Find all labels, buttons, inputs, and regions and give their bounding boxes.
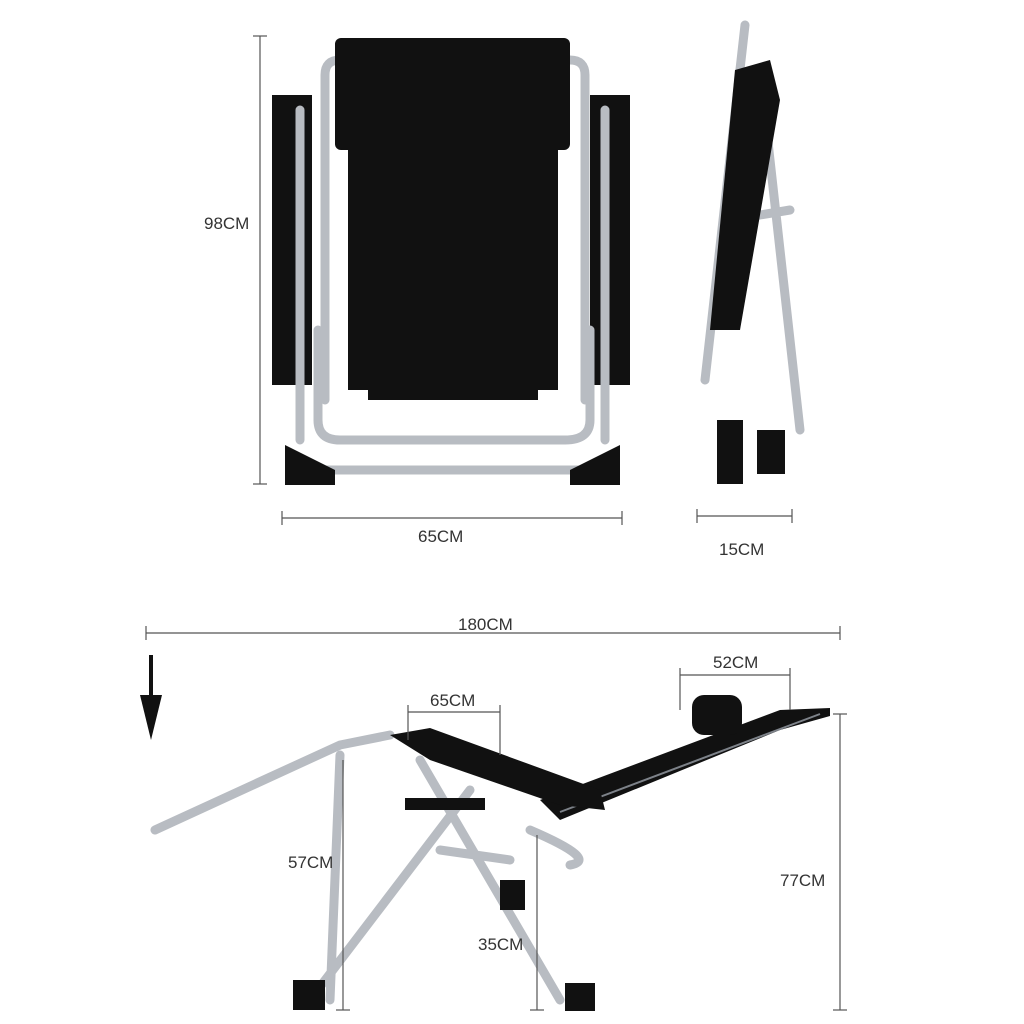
arrow-down-icon	[140, 655, 162, 740]
armrest-label: 65CM	[430, 691, 475, 710]
front-view-chair	[272, 38, 630, 485]
armrest-dimension-65: 65CM	[407, 691, 501, 755]
folded-side-view-chair	[700, 20, 805, 484]
headrest-label: 52CM	[713, 653, 758, 672]
length-label: 180CM	[458, 615, 513, 634]
seat-height-dimension-35: 35CM	[478, 835, 544, 1011]
height-label: 98CM	[204, 214, 249, 233]
reclined-chair	[150, 695, 830, 1011]
width-label: 65CM	[418, 527, 463, 546]
depth-label: 15CM	[719, 540, 764, 559]
arm-height-dimension-57: 57CM	[288, 760, 350, 1011]
depth-dimension-15: 15CM	[696, 509, 793, 559]
headrest-dimension-52: 52CM	[679, 653, 791, 710]
width-dimension-65: 65CM	[281, 511, 623, 546]
length-dimension-180: 180CM	[145, 615, 841, 640]
total-height-dimension-77: 77CM	[780, 713, 847, 1011]
height-dimension-98: 98CM	[204, 35, 267, 485]
total-height-label: 77CM	[780, 871, 825, 890]
seat-height-label: 35CM	[478, 935, 523, 954]
arm-height-label: 57CM	[288, 853, 333, 872]
